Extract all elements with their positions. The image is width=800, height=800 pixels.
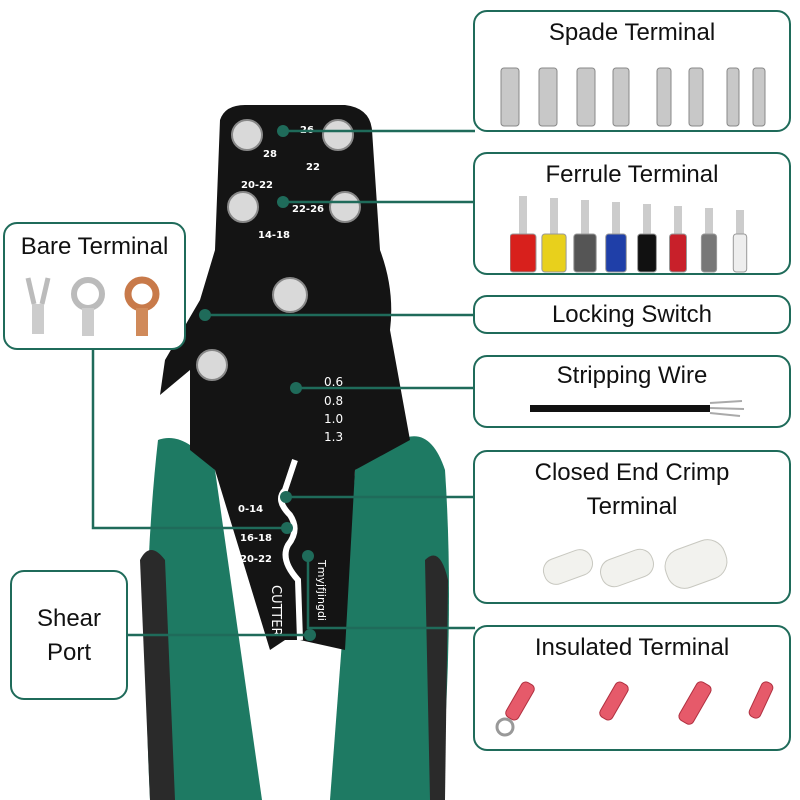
callout-bare-terminal: Bare Terminal [3, 222, 186, 350]
wire-image [530, 400, 745, 417]
callout-spade-terminal: Spade Terminal [473, 10, 791, 132]
callout-dot [199, 309, 211, 321]
die-size: 14-18 [258, 230, 290, 241]
jaw-size: 20-22 [240, 554, 272, 565]
tool-head [160, 105, 410, 650]
ferrule-collar [732, 233, 748, 273]
bolt [231, 119, 263, 151]
right-handle-grip [425, 555, 448, 800]
right-handle [330, 436, 449, 800]
ferrule-tube [550, 198, 558, 238]
callout-shear-port: Shear Port [10, 570, 128, 700]
leader-lines [91, 129, 475, 637]
closed-end-terminals-image [542, 539, 728, 589]
ferrule-collar [573, 233, 597, 273]
ferrule-collar [637, 233, 657, 273]
callout-title: Locking Switch [551, 301, 713, 328]
callout-ferrule-terminal: Ferrule Terminal [473, 152, 791, 275]
ferrule-tube [519, 196, 527, 236]
ferrule-collar [605, 233, 627, 273]
callout-title: Terminal [586, 493, 678, 520]
brand-label: Tmyjfjingdi [315, 559, 328, 621]
die-size: 22 [306, 162, 320, 173]
pivot-bolt [272, 277, 308, 313]
callout-dot [277, 196, 289, 208]
strip-size: 0.6 [324, 375, 343, 389]
ferrule-collar [700, 233, 718, 273]
ferrule-tube [643, 204, 651, 244]
spade-terminals-image [500, 67, 766, 127]
bolt [322, 119, 354, 151]
callout-insulated-terminal: Insulated Terminal [473, 625, 791, 751]
strip-size: 1.3 [324, 430, 343, 444]
ferrule-collar [541, 233, 567, 273]
jaw-size: 0-14 [238, 504, 263, 515]
callout-dot [277, 125, 289, 137]
cutter-label: CUTTER [268, 585, 283, 637]
ferrule-collar [669, 233, 687, 273]
callout-dot [302, 550, 314, 562]
lock-bolt [196, 349, 228, 381]
callout-title: Spade Terminal [548, 19, 716, 46]
ferrule-tube [612, 202, 620, 242]
die-size: 28 [263, 149, 277, 160]
callout-title: Insulated Terminal [534, 634, 730, 661]
callout-closed-end-crimp-terminal: Closed End Crimp Terminal [473, 450, 791, 604]
ferrule-tube [674, 206, 682, 246]
die-size: 22-26 [292, 204, 324, 215]
callout-stripping-wire: Stripping Wire [473, 355, 791, 428]
callout-title: Ferrule Terminal [545, 161, 719, 188]
jaw-size: 16-18 [240, 533, 272, 544]
callout-dot [281, 522, 293, 534]
callout-title: Bare Terminal [20, 233, 169, 260]
callout-title: Stripping Wire [556, 362, 708, 389]
ferrule-terminals-image [510, 196, 748, 273]
bolt [329, 191, 361, 223]
callout-dot [304, 629, 316, 641]
die-size: 20-22 [241, 180, 273, 191]
strip-size: 1.0 [324, 412, 343, 426]
callout-title: Shear [36, 605, 102, 632]
strip-size: 0.8 [324, 394, 343, 408]
bare-terminals-image [25, 276, 160, 336]
insulated-terminals-image [495, 681, 774, 737]
ferrule-tube [705, 208, 713, 248]
ferrule-tube [736, 210, 744, 250]
callout-dot [290, 382, 302, 394]
ferrule-collar [510, 233, 537, 273]
ferrule-tube [581, 200, 589, 240]
callout-title: Closed End Crimp [534, 459, 730, 486]
left-handle-grip [140, 550, 175, 800]
bolt [227, 191, 259, 223]
callout-title: Port [46, 639, 91, 666]
callout-dot [280, 491, 292, 503]
callout-locking-switch: Locking Switch [473, 295, 791, 334]
